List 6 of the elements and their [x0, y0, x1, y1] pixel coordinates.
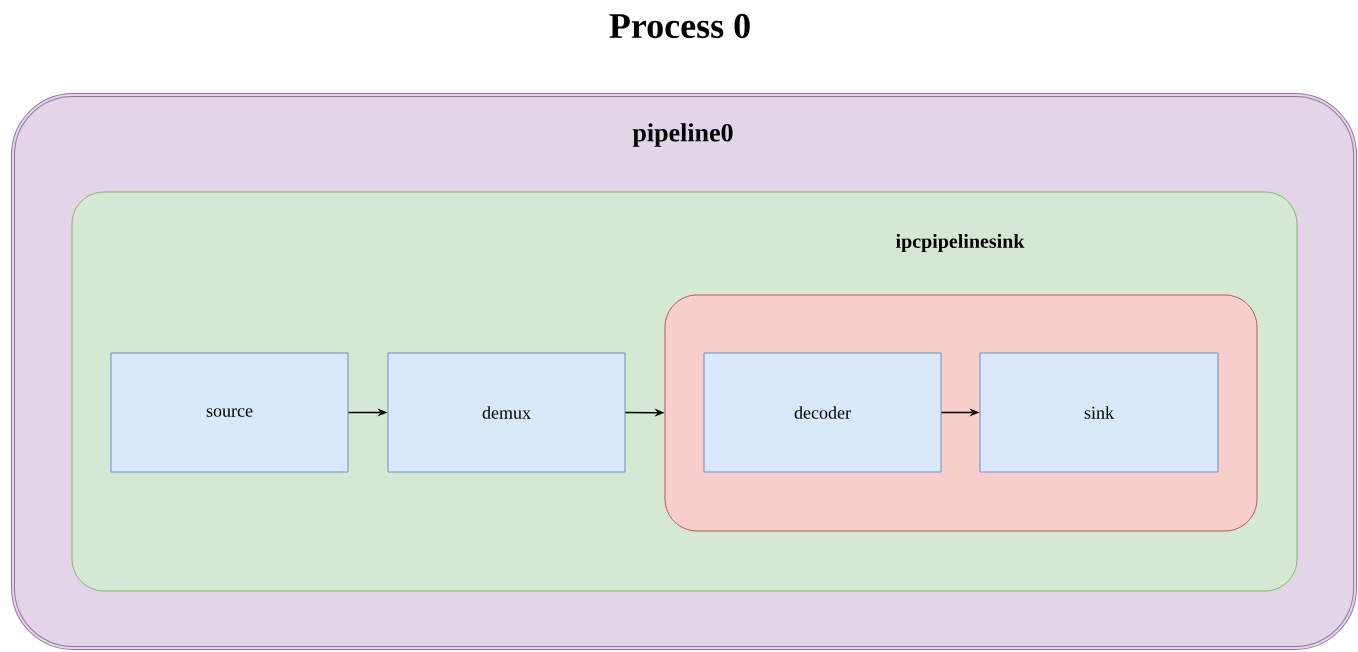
process-box: source	[110, 352, 349, 473]
process-box: decoder	[703, 352, 942, 473]
title: Process 0	[609, 13, 750, 39]
node-label: ipcpipelinesink	[895, 233, 1025, 253]
process-box: demux	[387, 352, 626, 473]
process-box: sink	[979, 352, 1219, 473]
